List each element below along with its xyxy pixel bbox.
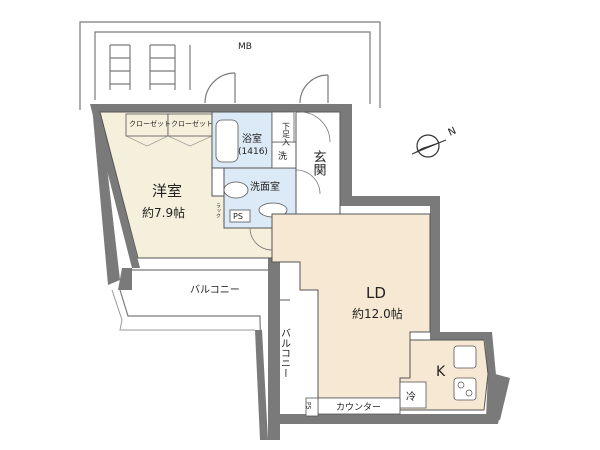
ps-box-2 (305, 397, 319, 417)
shoe-box-label: 下足入 (282, 122, 291, 146)
ld-area: 約12.0帖 (352, 306, 403, 321)
bath-name: 浴室 (242, 132, 262, 145)
fridge-space (399, 381, 427, 409)
ld-room (271, 213, 431, 399)
bathtub (215, 119, 239, 163)
rooms (99, 111, 489, 417)
western-room-name: 洋室 (152, 182, 182, 200)
sink (453, 345, 477, 369)
balcony-label-1: バルコニー (190, 284, 240, 296)
mb-label: MB (238, 42, 252, 52)
door-swings (249, 111, 331, 251)
ld-name: LD (366, 284, 386, 302)
stove (453, 377, 477, 401)
labels: 洋室 約7.9帖 クローゼット クローゼット MB 浴室 (1416) 下足入 … (129, 42, 446, 413)
balcony-label-2: バルコニー (279, 328, 291, 378)
washer-space (271, 141, 297, 169)
ps-box-1 (229, 209, 251, 223)
counter-label: カウンター (336, 402, 381, 413)
bath-size: (1416) (238, 147, 268, 157)
closet-2-label: クローゼット (171, 119, 213, 128)
shelf-label: ラック (215, 203, 221, 218)
outer-walls (90, 104, 510, 441)
common-stair-area (79, 21, 381, 110)
toilet (223, 181, 249, 199)
ps-label-2: PS (305, 402, 312, 410)
washer-label: 洗 (278, 150, 287, 162)
entrance-name: 玄関 (311, 150, 327, 177)
compass-circle-icon (416, 134, 440, 158)
compass-north-label: N (447, 126, 458, 139)
closet-1-label: クローゼット (129, 119, 171, 128)
fridge-label: 冷 (406, 390, 416, 403)
western-room-area: 約7.9帖 (142, 205, 185, 220)
ps-label-1: PS (233, 212, 243, 221)
compass: N (411, 126, 458, 158)
washroom-name: 洗面室 (250, 180, 280, 193)
kitchen-name: K (436, 364, 446, 380)
shoe-box (271, 111, 295, 143)
